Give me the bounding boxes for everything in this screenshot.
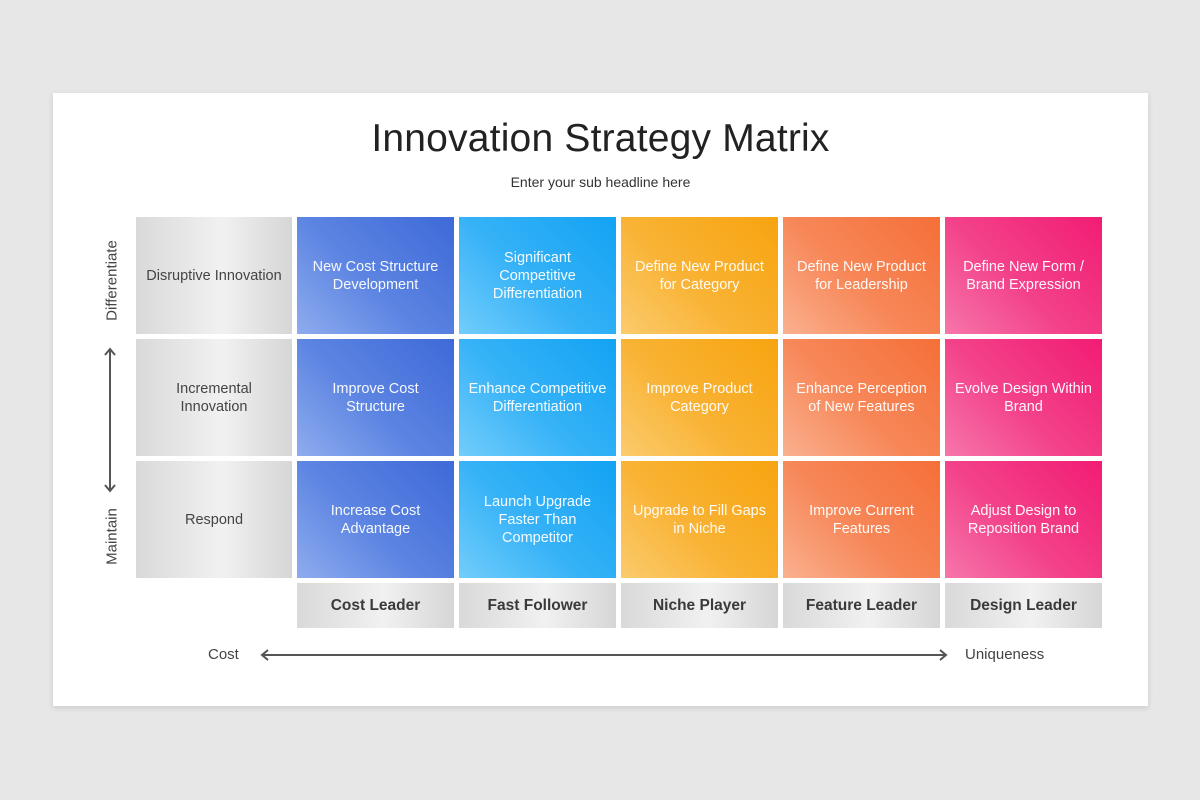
cell-cost-leader-disruptive: New Cost Structure Development xyxy=(297,217,454,334)
cell-cost-leader-respond: Increase Cost Advantage xyxy=(297,461,454,578)
y-axis-top-label: Differentiate xyxy=(103,240,121,321)
column-label-fast-follower: Fast Follower xyxy=(459,583,616,628)
x-axis-right-label: Uniqueness xyxy=(965,646,1045,663)
cell-niche-player-respond: Upgrade to Fill Gaps in Niche xyxy=(621,461,778,578)
cell-feature-leader-incremental: Enhance Perception of New Features xyxy=(783,339,940,456)
cell-fast-follower-incremental: Enhance Competitive Differentiation xyxy=(459,339,616,456)
column-label-design-leader: Design Leader xyxy=(945,583,1102,628)
subtitle: Enter your sub headline here xyxy=(510,174,691,190)
column-label-feature-leader: Feature Leader xyxy=(783,583,940,628)
horizontal-double-arrow-icon xyxy=(260,649,948,661)
cell-niche-player-disruptive: Define New Product for Category xyxy=(621,217,778,334)
column-label-niche-player: Niche Player xyxy=(621,583,778,628)
column-label-cost-leader: Cost Leader xyxy=(297,583,454,628)
cell-design-leader-respond: Adjust Design to Reposition Brand xyxy=(945,461,1102,578)
cell-cost-leader-incremental: Improve Cost Structure xyxy=(297,339,454,456)
cell-design-leader-incremental: Evolve Design Within Brand xyxy=(945,339,1102,456)
y-axis-bottom-label: Maintain xyxy=(103,508,121,565)
cell-feature-leader-disruptive: Define New Product for Leadership xyxy=(783,217,940,334)
page-title: Innovation Strategy Matrix xyxy=(371,117,830,160)
x-axis-left-label: Cost xyxy=(208,646,239,663)
vertical-double-arrow-icon xyxy=(104,347,116,493)
row-label-incremental-innovation: Incremental Innovation xyxy=(136,339,292,456)
cell-design-leader-disruptive: Define New Form / Brand Expression xyxy=(945,217,1102,334)
row-label-respond: Respond xyxy=(136,461,292,578)
cell-niche-player-incremental: Improve Product Category xyxy=(621,339,778,456)
cell-fast-follower-disruptive: Significant Competitive Differentiation xyxy=(459,217,616,334)
slide: Innovation Strategy Matrix Enter your su… xyxy=(53,93,1148,706)
cell-feature-leader-respond: Improve Current Features xyxy=(783,461,940,578)
row-label-disruptive-innovation: Disruptive Innovation xyxy=(136,217,292,334)
cell-fast-follower-respond: Launch Upgrade Faster Than Competitor xyxy=(459,461,616,578)
